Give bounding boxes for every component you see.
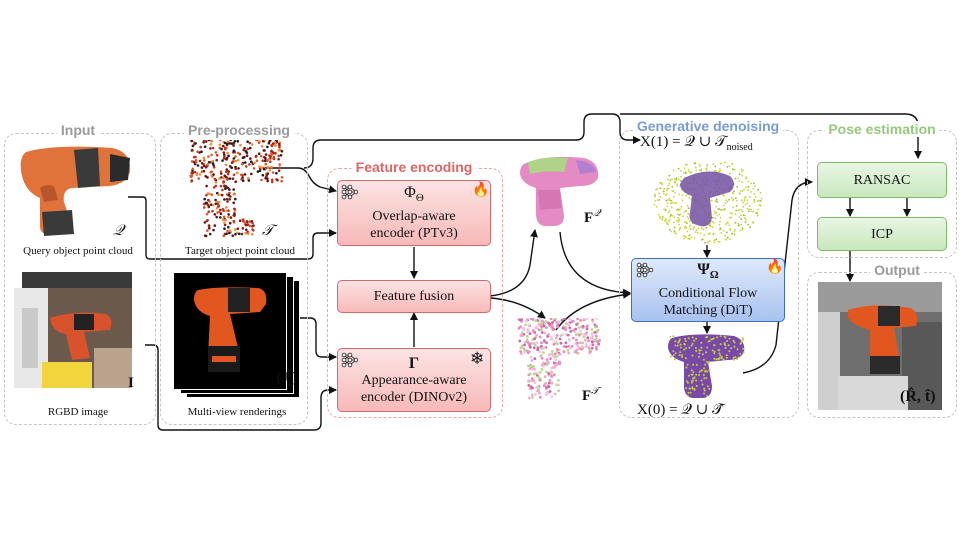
- cfm-line1: Conditional Flow: [658, 285, 758, 301]
- ransac-box: RANSAC: [817, 162, 947, 198]
- flame-icon: 🔥: [472, 183, 490, 198]
- overlap-encoder-symbol: ΦΘ: [404, 184, 424, 205]
- appearance-encoder-symbol: Γ: [408, 354, 420, 372]
- snowflake-icon: ❄: [470, 349, 485, 368]
- views-close: }: [290, 370, 299, 386]
- rgbd-image: [14, 288, 132, 388]
- appearance-encoder-line1: Appearance-aware: [361, 372, 467, 388]
- target-symbol: 𝒯: [262, 223, 274, 239]
- query-caption: Query object point cloud: [23, 245, 133, 257]
- section-title-generative-denoising: Generative denoising: [632, 118, 784, 134]
- output-image: [818, 282, 942, 410]
- target-point-cloud-image: [189, 140, 284, 238]
- overlap-encoder-line1: Overlap-aware: [372, 208, 456, 224]
- target-feature-cloud-image: [517, 318, 601, 400]
- arrow-renderings-to-appearance: [298, 317, 337, 361]
- section-title-preprocessing: Pre-processing: [184, 122, 294, 138]
- noised-cloud-image: [653, 161, 763, 244]
- section-title-output: Output: [870, 262, 924, 278]
- overlap-encoder-line2: encoder (PTv3): [370, 225, 458, 241]
- target-caption: Target object point cloud: [185, 245, 295, 257]
- rendered-drill-image: [194, 287, 267, 372]
- arrow-fusion-to-fq: [489, 229, 538, 297]
- icp-box: ICP: [817, 217, 947, 251]
- cfm-box: ΨΩ Conditional Flow Matching (DiT): [631, 258, 785, 322]
- x1-equation: X(1) = 𝒬 ∪ 𝒯noised: [640, 134, 753, 153]
- arrow-target-to-denoising: [303, 113, 641, 169]
- cfm-line2: Matching (DiT): [663, 302, 753, 318]
- section-title-pose-estimation: Pose estimation: [824, 121, 940, 137]
- section-title-input: Input: [56, 122, 100, 138]
- neural-network-icon: [341, 184, 359, 200]
- views-open: {J: [275, 370, 289, 386]
- query-symbol: 𝒬: [113, 223, 124, 239]
- cfm-symbol: ΨΩ: [697, 261, 719, 282]
- query-feature-cloud-image: [520, 156, 599, 226]
- rgbd-caption: RGBD image: [47, 406, 109, 418]
- pose-result: (R̂, t̂): [900, 388, 936, 405]
- renderings-caption: Multi-view renderings: [187, 406, 287, 418]
- arrow-rgbd-to-appearance: [145, 344, 337, 431]
- views-symbol: {Ji}: [275, 370, 298, 389]
- ft-symbol: F𝒯: [582, 386, 599, 404]
- appearance-encoder-box: Γ Appearance-aware encoder (DINOv2): [337, 348, 491, 412]
- arrow-fusion-to-ft: [489, 297, 546, 319]
- overlap-encoder-box: ΦΘ Overlap-aware encoder (PTv3): [337, 180, 491, 246]
- views-sub: i: [288, 378, 291, 389]
- arrow-target-to-encoder: [265, 167, 337, 194]
- flame-icon: 🔥: [766, 260, 784, 275]
- neural-network-icon: [636, 262, 654, 278]
- fq-symbol: F𝒬: [584, 208, 601, 226]
- appearance-encoder-line2: encoder (DINOv2): [360, 389, 468, 405]
- arrow-query-to-encoder: [128, 196, 337, 260]
- image-symbol: I: [128, 375, 134, 391]
- neural-network-icon: [341, 352, 359, 368]
- arrow-fq-to-cfm: [559, 231, 631, 297]
- denoised-cloud-image: [668, 334, 745, 398]
- query-point-cloud-image: [20, 146, 131, 236]
- feature-fusion-box: Feature fusion: [337, 280, 491, 313]
- section-title-feature-encoding: Feature encoding: [351, 159, 477, 175]
- x0-equation: X(0) = 𝒬 ∪ 𝒯̂: [637, 402, 724, 418]
